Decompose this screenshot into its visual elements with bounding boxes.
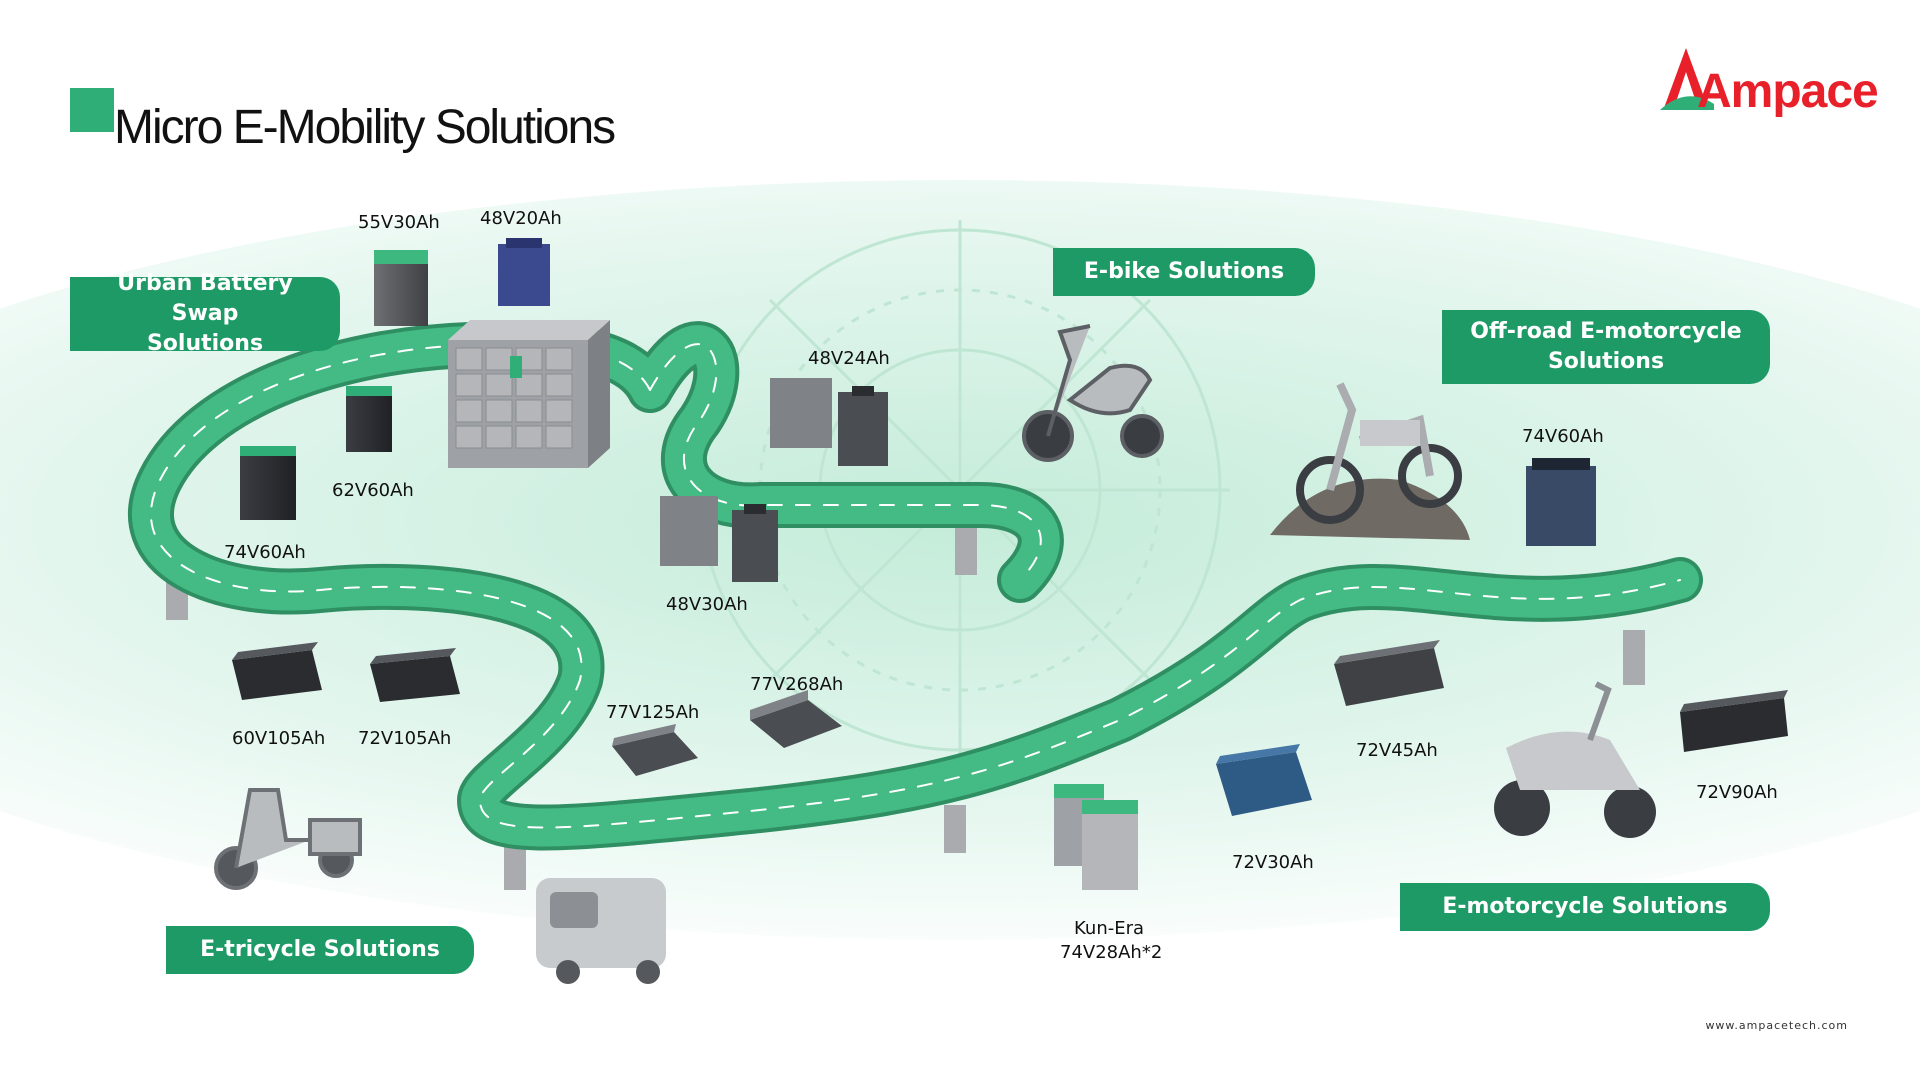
battery-icon xyxy=(1054,784,1138,890)
title-accent-square xyxy=(70,88,114,132)
spec-ebike-48v24ah: 48V24Ah xyxy=(808,348,890,369)
battery-icon xyxy=(374,250,428,326)
battery-icon xyxy=(346,386,392,452)
spec-etricycle-60v105ah: 60V105Ah xyxy=(232,728,326,749)
scooter-icon xyxy=(1022,324,1164,462)
spec-kunera-name: Kun-Era xyxy=(1074,918,1145,939)
battery-icon xyxy=(612,724,698,776)
battery-icon xyxy=(498,238,550,306)
spec-etricycle-72v105ah: 72V105Ah xyxy=(358,728,452,749)
battery-icon xyxy=(660,496,778,582)
website-url: www.ampacetech.com xyxy=(1705,1019,1848,1032)
tricycle-icon xyxy=(214,788,362,890)
battery-icon xyxy=(232,642,322,700)
pill-e-bike: E-bike Solutions xyxy=(1053,248,1315,296)
spec-swap-62v60ah: 62V60Ah xyxy=(332,480,414,501)
battery-icon xyxy=(1526,458,1596,546)
brand-name: Ampace xyxy=(1697,65,1879,118)
spec-emotorcycle-72v30ah: 72V30Ah xyxy=(1232,852,1314,873)
battery-icon xyxy=(750,690,842,748)
spec-etricycle-77v268ah: 77V268Ah xyxy=(750,674,844,695)
spec-swap-55v30ah: 55V30Ah xyxy=(358,212,440,233)
dirt-bike-icon xyxy=(1270,382,1470,540)
page-title: Micro E-Mobility Solutions xyxy=(114,101,616,154)
battery-icon xyxy=(240,446,296,520)
ampace-logo-icon xyxy=(1660,48,1714,110)
swap-cabinet-icon xyxy=(448,320,610,468)
pill-urban-battery-swap: Urban Battery Swap Solutions xyxy=(70,271,340,356)
pill-e-motorcycle: E-motorcycle Solutions xyxy=(1400,883,1770,931)
battery-icon xyxy=(1216,744,1312,816)
battery-icon xyxy=(1334,640,1444,706)
pill-e-tricycle: E-tricycle Solutions xyxy=(166,926,474,974)
spec-etricycle-77v125ah: 77V125Ah xyxy=(606,702,700,723)
spec-offroad-74v60ah: 74V60Ah xyxy=(1522,426,1604,447)
motorcycle-icon xyxy=(1494,681,1656,838)
spec-emotorcycle-72v45ah: 72V45Ah xyxy=(1356,740,1438,761)
battery-icon xyxy=(770,378,888,466)
spec-ebike-48v30ah: 48V30Ah xyxy=(666,594,748,615)
spec-swap-48v20ah: 48V20Ah xyxy=(480,208,562,229)
spec-emotorcycle-72v90ah: 72V90Ah xyxy=(1696,782,1778,803)
road xyxy=(128,320,1703,851)
spec-swap-74v60ah: 74V60Ah xyxy=(224,542,306,563)
spec-kunera-value: 74V28Ah*2 xyxy=(1060,942,1163,963)
pill-off-road-e-motorcycle: Off-road E-motorcycle Solutions xyxy=(1442,310,1770,384)
battery-icon xyxy=(370,648,460,702)
delivery-vehicle-icon xyxy=(536,878,666,984)
battery-icon xyxy=(1680,690,1788,752)
